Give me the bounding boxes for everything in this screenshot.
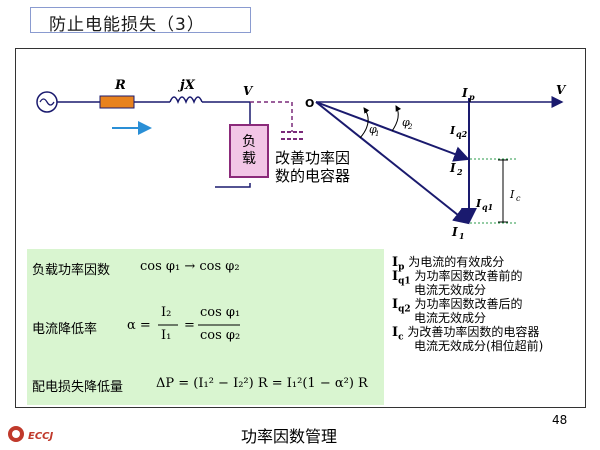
inductor-label: jX: [177, 78, 196, 93]
capacitor-branch: [250, 101, 293, 132]
legend-text: 为电流的有效成分: [408, 255, 505, 269]
formula-row3-expr: ΔP = (I₁² − I₂²) R = I₁²(1 − α²) R: [156, 376, 368, 391]
svg-text:I: I: [475, 197, 482, 210]
resistor: [99, 95, 135, 109]
svg-text:1: 1: [459, 231, 465, 241]
legend-item: 电流无效成分: [392, 283, 543, 297]
formula-row2-num2: cos φ₁: [200, 305, 241, 320]
svg-text:q2: q2: [456, 129, 468, 139]
svg-text:I: I: [451, 225, 458, 239]
label-iq2: I q2: [449, 124, 468, 139]
svg-text:2: 2: [456, 167, 463, 177]
formula-row1-expr: cos φ₁ → cos φ₂: [140, 259, 240, 274]
legend-text: 为功率因数改善后的: [414, 297, 523, 311]
legend-symbol: Ic: [392, 325, 404, 343]
legend-item: 电流无效成分(相位超前): [392, 339, 543, 353]
ac-wave-icon: [39, 98, 55, 106]
legend-item: Iq2 为功率因数改善后的: [392, 297, 543, 315]
capacitor-label: 改善功率因 数的电容器: [275, 149, 351, 185]
svg-text:I: I: [509, 188, 515, 201]
load-box: [229, 124, 269, 178]
svg-text:I: I: [449, 124, 456, 137]
load-label: 负 载: [242, 134, 256, 167]
formula-row3-label: 配电损失降低量: [32, 380, 124, 395]
legend-item: 电流无效成分: [392, 311, 543, 325]
label-i2: I 2: [449, 161, 463, 177]
legend-text: 电流无效成分(相位超前): [414, 339, 544, 353]
voltage-label: V: [243, 84, 254, 98]
formula-row2-lhs: α =: [127, 318, 151, 333]
legend-item: Ic 为改善功率因数的电容器: [392, 325, 543, 343]
formula-row2-den2: cos φ₂: [200, 328, 241, 343]
svg-text:q1: q1: [482, 202, 493, 212]
label-i1: I 1: [451, 225, 465, 241]
svg-text:φ: φ: [402, 116, 410, 129]
legend-text: 为改善功率因数的电容器: [407, 325, 540, 339]
svg-text:2: 2: [407, 123, 413, 131]
formula-row2-num1: I₂: [161, 305, 172, 320]
legend-symbol: Ip: [392, 255, 405, 273]
phasor-i1: [315, 101, 470, 225]
slide-title: 防止电能损失（3）: [49, 15, 205, 35]
legend-item: Ip 为电流的有效成分: [392, 255, 543, 273]
angle-phi1-arc: [359, 107, 370, 139]
svg-text:c: c: [516, 194, 521, 203]
legend-text: 电流无效成分: [414, 311, 487, 325]
formula-row2-den1: I₁: [161, 328, 172, 343]
svg-text:1: 1: [375, 130, 379, 138]
label-iq1: I q1: [475, 197, 493, 212]
formula-row2-eq: =: [184, 318, 195, 333]
angle-phi2-arc: [391, 105, 402, 132]
origin-label: O: [305, 97, 314, 110]
svg-text:I: I: [449, 161, 456, 175]
formula-row2-label: 电流降低率: [32, 322, 98, 337]
label-phi1: φ 1: [369, 123, 379, 138]
formula-row1-label: 负载功率因数: [32, 263, 111, 278]
slide-title-box: 防止电能损失（3）: [30, 7, 251, 35]
label-ip: I p: [461, 86, 475, 102]
page-number: 48: [552, 413, 568, 427]
legend-symbol: Iq2: [392, 297, 411, 315]
label-phi2: φ 2: [402, 116, 413, 131]
legend-text: 为功率因数改善前的: [414, 269, 523, 283]
svg-text:I: I: [461, 86, 468, 100]
formula-panel: [27, 249, 384, 405]
legend-text: 电流无效成分: [414, 283, 487, 297]
wire-load-return: [215, 183, 251, 188]
legend-symbol: Iq1: [392, 269, 411, 287]
eccj-logo-text: ECCJ: [28, 431, 54, 442]
svg-text:p: p: [469, 92, 475, 102]
footer-title: 功率因数管理: [241, 427, 338, 446]
legend-item: Iq1 为功率因数改善前的: [392, 269, 543, 287]
resistor-label: R: [114, 78, 126, 93]
label-ic: I c: [509, 188, 521, 203]
phasor-v-label: V: [556, 83, 567, 97]
svg-text:φ: φ: [369, 123, 377, 136]
inductor: [169, 96, 203, 105]
